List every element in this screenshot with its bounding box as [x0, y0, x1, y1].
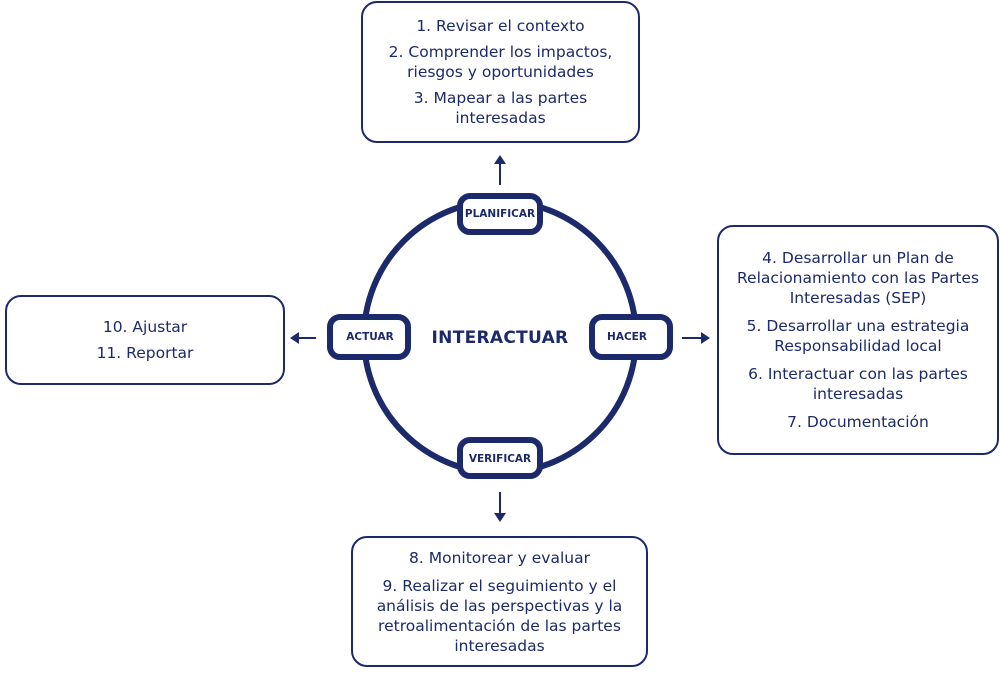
step-item: 2. Comprender los impactos, riesgos y op…: [388, 43, 613, 81]
step-item: 9. Realizar el seguimiento y el análisis…: [376, 576, 623, 655]
center-label: INTERACTUAR: [431, 328, 569, 348]
step-item: 11. Reportar: [96, 344, 194, 362]
stage-label-plan: PLANIFICAR: [464, 208, 536, 220]
do-steps-box: 4. Desarrollar un Plan de Relacionamient…: [717, 225, 999, 455]
arrow-up-icon: [494, 155, 506, 185]
step-item: 1. Revisar el contexto: [416, 17, 585, 35]
step-item: 6. Interactuar con las partes interesada…: [748, 365, 968, 403]
stage-box-do: [589, 314, 673, 360]
step-item: 5. Desarrollar una estrategia Responsabi…: [746, 317, 970, 355]
stage-label-do: HACER: [607, 331, 647, 343]
stage-box-act: [327, 314, 411, 360]
arrow-down-icon: [494, 492, 506, 522]
arrow-left-icon: [290, 332, 316, 344]
step-item: 10. Ajustar: [102, 318, 188, 336]
step-item: 4. Desarrollar un Plan de Relacionamient…: [736, 249, 980, 307]
check-steps-box: 8. Monitorear y evaluar 9. Realizar el s…: [351, 536, 648, 667]
step-item: 7. Documentación: [787, 413, 929, 431]
stage-label-act: ACTUAR: [346, 331, 394, 343]
plan-steps-box: 1. Revisar el contexto 2. Comprender los…: [361, 1, 640, 143]
step-item: 8. Monitorear y evaluar: [409, 548, 590, 567]
arrow-right-icon: [682, 332, 710, 344]
stage-box-plan: [457, 193, 543, 235]
act-steps-box: 10. Ajustar 11. Reportar: [5, 295, 285, 385]
stage-box-check: [457, 437, 543, 479]
step-item: 3. Mapear a las partes interesadas: [413, 89, 588, 127]
stage-label-check: VERIFICAR: [468, 453, 532, 465]
